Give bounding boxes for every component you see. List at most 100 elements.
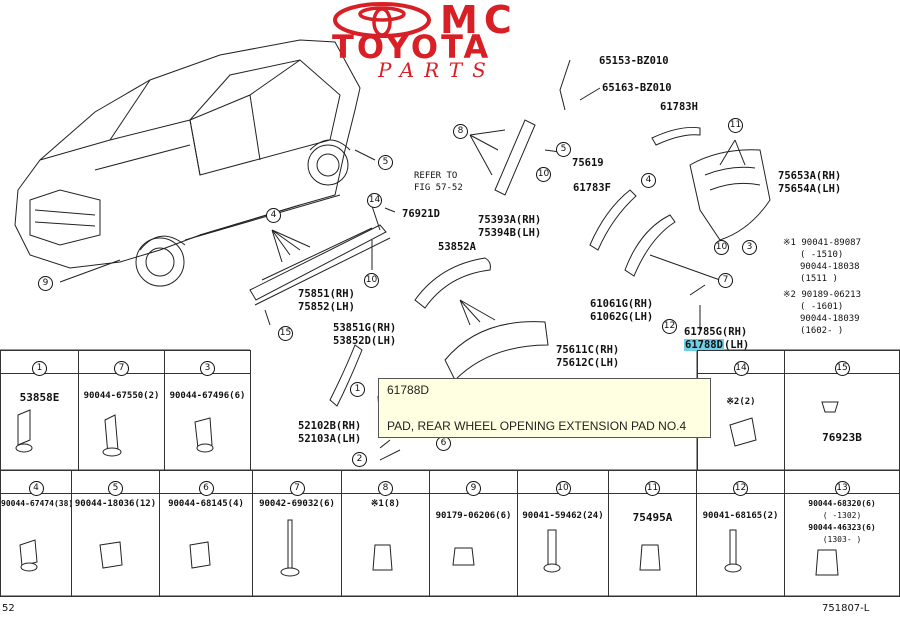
cell-part-number[interactable]: 90044-68320(6)	[808, 499, 876, 508]
tooltip-part-code: 61788D	[387, 383, 430, 397]
cell-part-number[interactable]: 90041-59462(24)	[522, 511, 604, 521]
note-2-line2: ( -1601)	[800, 302, 844, 312]
part-label-61062g[interactable]: 61062G(LH)	[590, 311, 654, 323]
part-label-61788d[interactable]: 61788D	[684, 339, 724, 351]
note-1-line2: ( -1510)	[800, 250, 844, 260]
logo-parts-text: PARTS	[378, 58, 496, 82]
fastener-cell[interactable]: 6 90044-68145(4)	[159, 470, 253, 597]
cell-number: 11	[645, 481, 660, 496]
cell-part-number[interactable]: 90044-18036(12)	[74, 499, 157, 509]
fastener-cell[interactable]: 7 90042-69032(6)	[252, 470, 342, 597]
fastener-cell[interactable]: 11 75495A	[608, 470, 697, 597]
callout-number: 6	[436, 436, 451, 451]
part-label-53851g[interactable]: 53851G(RH)	[333, 322, 397, 334]
cell-part-number[interactable]: 90044-67474(38)	[1, 499, 74, 508]
vehicle-illustration	[14, 39, 361, 287]
callout-number: 9	[38, 276, 53, 291]
part-label-75394b[interactable]: 75394B(LH)	[478, 227, 542, 239]
cell-number: 10	[555, 481, 571, 496]
cell-part-number[interactable]: ※2(2)	[726, 397, 756, 407]
callout-number: 4	[641, 173, 656, 188]
callout-number: 4	[266, 208, 281, 223]
callout-number: 5	[556, 142, 571, 157]
cell-part-number-alt[interactable]: 90044-46323(6)	[808, 523, 876, 532]
fastener-cell[interactable]: 8 ※1(8)	[341, 470, 430, 597]
callout-number: 15	[278, 326, 293, 341]
callout-number: 10	[364, 273, 379, 288]
part-label-61783h[interactable]: 61783H	[660, 101, 698, 113]
logo-mc-text: MC	[440, 0, 518, 42]
cell-part-range: ( -1302)	[822, 511, 862, 520]
fastener-cell[interactable]: 13 90044-68320(6) ( -1302) 90044-46323(6…	[784, 470, 900, 597]
cell-number: 4	[28, 481, 44, 496]
part-tooltip: 61788D PAD, REAR WHEEL OPENING EXTENSION…	[378, 378, 711, 438]
callout-number: 8	[453, 124, 468, 139]
cell-part-number[interactable]: 90179-06206(6)	[435, 511, 512, 521]
part-label-75852[interactable]: 75852(LH)	[298, 301, 355, 313]
part-label-52102b[interactable]: 52102B(RH)	[298, 420, 362, 432]
cell-number: 3	[200, 361, 215, 376]
cell-number: 12	[733, 481, 748, 496]
part-label-75611c[interactable]: 75611C(RH)	[556, 344, 620, 356]
cell-number: 15	[834, 361, 850, 376]
part-label-65153[interactable]: 65153-BZ010	[599, 55, 669, 67]
note-2-line4: (1602- )	[800, 326, 844, 336]
callout-number: 1	[350, 382, 365, 397]
part-label-75653a[interactable]: 75653A(RH)	[778, 170, 842, 182]
part-label-61061g[interactable]: 61061G(RH)	[590, 298, 654, 310]
part-label-53852a[interactable]: 53852A	[438, 241, 476, 253]
part-label-76921d[interactable]: 76921D	[402, 208, 440, 220]
note-1-line4: (1511 )	[800, 274, 838, 284]
cell-number: 5	[108, 481, 123, 496]
part-label-61783f[interactable]: 61783F	[573, 182, 611, 194]
cell-part-number[interactable]: 90042-69032(6)	[259, 499, 335, 509]
cell-part-number[interactable]: ※1(8)	[370, 499, 401, 509]
part-label-65163[interactable]: 65163-BZ010	[602, 82, 672, 94]
part-label-52103a[interactable]: 52103A(LH)	[298, 433, 362, 445]
cell-part-number[interactable]: 53858E	[19, 391, 60, 404]
cell-number: 6	[198, 481, 214, 496]
part-label-61788d-row[interactable]: 61788D(LH)	[684, 339, 749, 351]
callout-number: 2	[352, 452, 367, 467]
fastener-cell[interactable]: 10 90041-59462(24)	[517, 470, 609, 597]
part-label-53852d[interactable]: 53852D(LH)	[333, 335, 397, 347]
cell-part-number[interactable]: 90044-68145(4)	[168, 499, 244, 509]
callout-number: 12	[662, 319, 677, 334]
fastener-cell[interactable]: 15 76923B	[784, 350, 900, 471]
part-label-75654a[interactable]: 75654A(LH)	[778, 183, 842, 195]
part-label-61785g[interactable]: 61785G(RH)	[684, 326, 748, 338]
part-label-75619[interactable]: 75619	[572, 157, 604, 169]
callout-number: 11	[728, 118, 743, 133]
cell-part-number[interactable]: 75495A	[632, 511, 673, 524]
cell-part-number[interactable]: 76923B	[822, 431, 862, 444]
fastener-cell[interactable]: 7 90044-67550(2)	[78, 350, 165, 471]
omc-toyota-parts-logo: MC TOYOTA PARTS	[330, 0, 620, 82]
part-label-75612c[interactable]: 75612C(LH)	[556, 357, 620, 369]
callout-number: 14	[367, 193, 382, 208]
cell-number: 9	[466, 481, 481, 496]
tooltip-part-description: PAD, REAR WHEEL OPENING EXTENSION PAD NO…	[387, 419, 687, 433]
fastener-cell[interactable]: 12 90041-68165(2)	[696, 470, 785, 597]
refer-note-line2: FIG 57-52	[414, 183, 463, 193]
cell-number: 7	[289, 481, 305, 496]
part-label-75851[interactable]: 75851(RH)	[298, 288, 355, 300]
note-2-line1: ※2 90189-06213	[783, 290, 861, 300]
cell-number: 8	[378, 481, 393, 496]
logo-toyota-text: TOYOTA	[332, 28, 492, 66]
note-2-line3: 90044-18039	[800, 314, 860, 324]
fastener-cell[interactable]: 9 90179-06206(6)	[429, 470, 518, 597]
cell-number: 1	[32, 361, 47, 376]
footer-page-number: 52	[2, 603, 15, 614]
fastener-cell[interactable]: 4 90044-67474(38)	[0, 470, 74, 597]
cell-part-number[interactable]: 90041-68165(2)	[702, 511, 779, 521]
cell-part-range-alt: (1303- )	[822, 535, 862, 544]
fastener-cell[interactable]: 3 90044-67496(6)	[164, 350, 251, 471]
cell-part-number[interactable]: 90044-67550(2)	[83, 391, 160, 401]
fastener-cell[interactable]: 1 53858E	[0, 350, 79, 471]
fastener-cell[interactable]: 5 90044-18036(12)	[71, 470, 160, 597]
note-1-line1: ※1 90041-89087	[783, 238, 861, 248]
part-label-75393a[interactable]: 75393A(RH)	[478, 214, 542, 226]
footer-figure-code: 751807-L	[822, 603, 870, 614]
cell-part-number[interactable]: 90044-67496(6)	[169, 391, 246, 401]
callout-number: 10	[536, 167, 551, 182]
